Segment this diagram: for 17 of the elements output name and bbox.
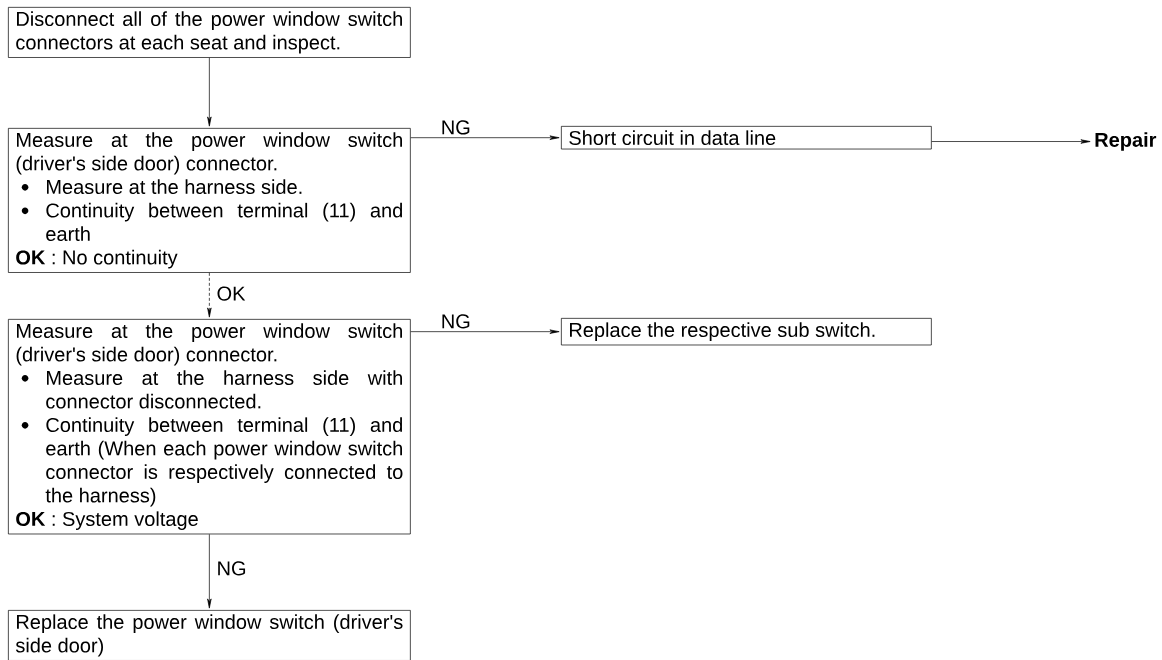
step-box: Disconnect all of the power window switch connectors at each seat and inspect. <box>8 7 411 58</box>
arrow <box>207 272 212 318</box>
arrow <box>207 534 212 609</box>
step-box: Short circuit in data line <box>561 126 932 150</box>
step-box: Replace the respective sub switch. <box>561 318 932 346</box>
step-box: Measure at the power window switch (driver's side door) connector. Measure at the harness side with connector disconnected. Continuity between terminal (11) and earth (When each power window switch connector is respectively connected to the harness) OK : System voltage <box>8 319 411 535</box>
arrow <box>207 57 212 127</box>
arrow <box>931 139 1091 144</box>
edge-label: OK <box>215 285 247 302</box>
arrow <box>410 135 560 140</box>
outcome-text: Repair <box>1095 132 1157 151</box>
arrow <box>410 329 560 334</box>
edge-label: NG <box>439 119 472 136</box>
step-box: Measure at the power window switch (driver's side door) connector. Measure at the harness side. Continuity between terminal (11) and earth OK : No continuity <box>8 128 411 273</box>
edge-label: NG <box>215 560 248 577</box>
edge-label: NG <box>439 313 472 330</box>
step-box: Replace the power window switch (driver's side door) <box>8 610 411 660</box>
